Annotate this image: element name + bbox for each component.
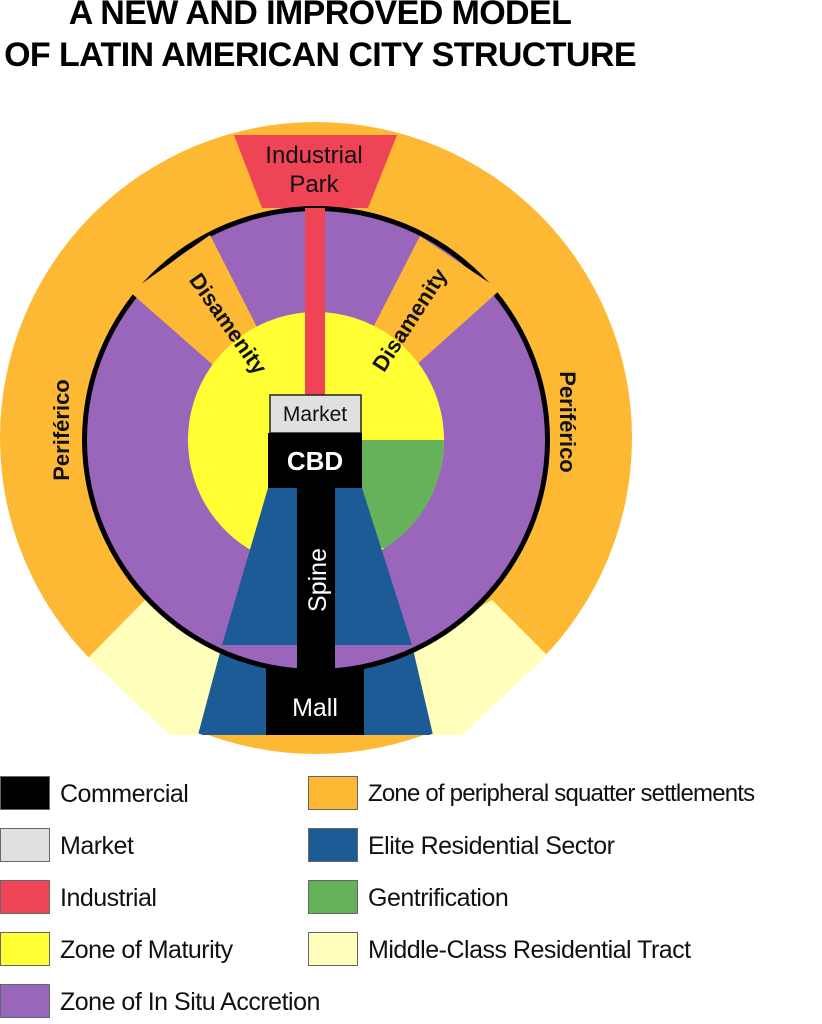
city-structure-diagram: Industrial Park Disamenity Disamenity Pe… bbox=[0, 122, 632, 754]
legend-label-gentrification: Gentrification bbox=[368, 884, 509, 912]
legend-label-market: Market bbox=[60, 832, 134, 860]
legend-swatch-squatter bbox=[308, 776, 358, 810]
gentrification-area bbox=[362, 440, 445, 548]
periferico-label-right: Periférico bbox=[555, 371, 580, 473]
diagram-title-line-2: OF LATIN AMERICAN CITY STRUCTURE bbox=[4, 36, 636, 74]
legend-label-industrial: Industrial bbox=[60, 884, 157, 912]
cbd-label: CBD bbox=[287, 446, 343, 476]
cbd-box bbox=[268, 433, 362, 488]
legend-swatch-industrial bbox=[0, 880, 50, 914]
diagram-title-line-1: A NEW AND IMPROVED MODEL bbox=[68, 0, 572, 32]
legend-swatch-in-situ bbox=[0, 984, 50, 1018]
spine-label: Spine bbox=[304, 548, 332, 612]
industrial-park-zone bbox=[234, 135, 397, 208]
legend-label-squatter: Zone of peripheral squatter settlements bbox=[368, 780, 755, 807]
periferico-label-left: Periférico bbox=[49, 379, 74, 481]
commercial-spine bbox=[297, 488, 335, 678]
legend-label-maturity: Zone of Maturity bbox=[60, 936, 233, 964]
legend-swatch-maturity bbox=[0, 932, 50, 966]
industrial-park-label-2: Park bbox=[289, 171, 339, 198]
legend-swatch-elite bbox=[308, 828, 358, 862]
mall-label: Mall bbox=[292, 694, 338, 722]
legend-swatch-gentrification bbox=[308, 880, 358, 914]
industrial-park-label-1: Industrial bbox=[265, 142, 362, 169]
industrial-spine-strip bbox=[305, 208, 325, 396]
market-box bbox=[269, 394, 362, 434]
legend-swatch-market bbox=[0, 828, 50, 862]
legend-swatch-commercial bbox=[0, 776, 50, 810]
mall-box bbox=[266, 668, 364, 735]
market-label: Market bbox=[283, 403, 347, 426]
legend-label-middle-class: Middle-Class Residential Tract bbox=[368, 936, 691, 964]
legend-label-elite: Elite Residential Sector bbox=[368, 832, 615, 860]
legend-swatch-middle-class bbox=[308, 932, 358, 966]
legend-label-commercial: Commercial bbox=[60, 780, 189, 808]
legend-label-in-situ: Zone of In Situ Accretion bbox=[60, 988, 320, 1016]
